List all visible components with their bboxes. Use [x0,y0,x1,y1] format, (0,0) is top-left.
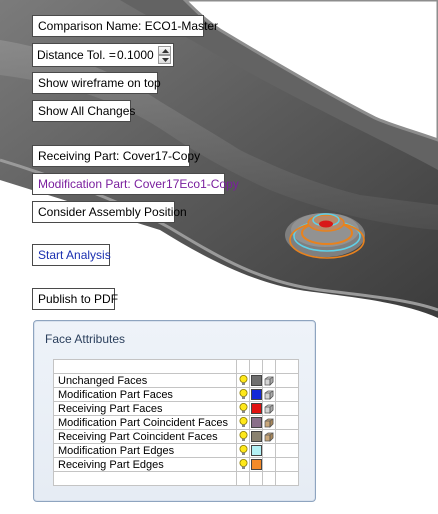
visibility-toggle[interactable] [236,429,250,444]
distance-spinner[interactable] [158,46,171,64]
visibility-toggle[interactable] [236,443,250,458]
face-attribute-row[interactable]: Receiving Part Coincident Faces [53,429,299,444]
empty-cell [275,443,299,458]
distance-tolerance-value[interactable]: 0.1000 [117,48,154,62]
comparison-name-label: Comparison Name: ECO1-Master [32,15,218,37]
cube-icon[interactable] [264,375,274,386]
color-cell[interactable] [249,443,263,458]
empty-cell [275,415,299,430]
distance-tolerance-label: Distance Tol. = [37,48,116,62]
color-cell[interactable] [249,429,263,444]
color-swatch[interactable] [250,417,262,429]
modification-part-button[interactable]: Modification Part: Cover17Eco1-Copy [32,173,239,195]
cover-window-opening [182,0,438,142]
visibility-toggle[interactable] [236,457,250,472]
table-empty-row [53,471,299,486]
display-style-cell[interactable] [262,415,276,430]
color-cell[interactable] [249,401,263,416]
color-cell[interactable] [249,373,263,388]
spinner-down-icon[interactable] [158,55,171,64]
empty-cell [275,387,299,402]
face-attribute-row[interactable]: Modification Part Coincident Faces [53,415,299,430]
empty-cell [275,373,299,388]
cube-icon[interactable] [264,431,274,442]
display-style-cell[interactable] [262,429,276,444]
display-style-cell[interactable] [262,387,276,402]
color-swatch[interactable] [250,431,262,443]
face-attribute-row[interactable]: Modification Part Faces [53,387,299,402]
face-attribute-name: Modification Part Faces [53,387,237,402]
start-analysis-button[interactable]: Start Analysis [32,244,111,266]
visibility-toggle[interactable] [236,401,250,416]
empty-cell [275,457,299,472]
display-style-cell[interactable] [262,401,276,416]
face-attributes-title: Face Attributes [45,332,126,346]
lightbulb-icon[interactable] [239,403,248,414]
cube-icon[interactable] [264,417,274,428]
color-cell[interactable] [249,457,263,472]
face-attribute-name: Modification Part Edges [53,443,237,458]
lightbulb-icon[interactable] [239,459,248,470]
visibility-toggle[interactable] [236,373,250,388]
face-attribute-name: Unchanged Faces [53,373,237,388]
color-swatch[interactable] [250,389,262,401]
publish-to-pdf-button[interactable]: Publish to PDF [32,288,118,310]
spinner-up-icon[interactable] [158,46,171,55]
show-all-changes-button[interactable]: Show All Changes [32,100,135,122]
face-attribute-row[interactable]: Receiving Part Edges [53,457,299,472]
display-style-cell[interactable] [262,373,276,388]
display-style-cell[interactable] [262,443,276,458]
display-style-cell[interactable] [262,457,276,472]
color-swatch[interactable] [250,459,262,471]
face-attribute-name: Receiving Part Coincident Faces [53,429,237,444]
color-cell[interactable] [249,415,263,430]
face-attribute-row[interactable]: Receiving Part Faces [53,401,299,416]
face-attribute-name: Receiving Part Faces [53,401,237,416]
boss-feature [285,213,365,259]
color-swatch[interactable] [250,445,262,457]
lightbulb-icon[interactable] [239,445,248,456]
show-wireframe-button[interactable]: Show wireframe on top [32,72,161,94]
color-swatch[interactable] [250,375,262,387]
color-cell[interactable] [249,387,263,402]
cube-icon[interactable] [264,403,274,414]
cube-icon[interactable] [264,389,274,400]
table-header-row [53,359,299,374]
face-attribute-row[interactable]: Unchanged Faces [53,373,299,388]
empty-cell [275,429,299,444]
lightbulb-icon[interactable] [239,389,248,400]
receiving-part-button[interactable]: Receiving Part: Cover17-Copy [32,145,200,167]
lightbulb-icon[interactable] [239,431,248,442]
empty-cell [275,401,299,416]
visibility-toggle[interactable] [236,415,250,430]
visibility-toggle[interactable] [236,387,250,402]
lightbulb-icon[interactable] [239,417,248,428]
lightbulb-icon[interactable] [239,375,248,386]
face-attribute-row[interactable]: Modification Part Edges [53,443,299,458]
face-attribute-name: Modification Part Coincident Faces [53,415,237,430]
distance-tolerance-field[interactable]: Distance Tol. = 0.1000 [32,43,174,67]
face-attribute-name: Receiving Part Edges [53,457,237,472]
consider-assembly-position-button[interactable]: Consider Assembly Position [32,201,187,223]
color-swatch[interactable] [250,403,262,415]
